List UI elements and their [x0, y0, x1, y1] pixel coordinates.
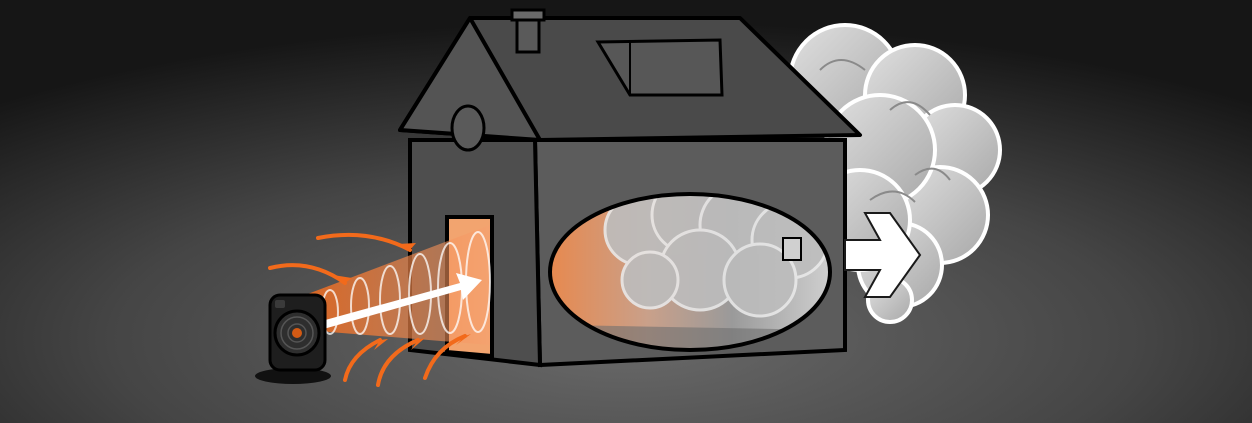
chimney-icon: [512, 10, 544, 52]
attic-window: [452, 106, 484, 150]
